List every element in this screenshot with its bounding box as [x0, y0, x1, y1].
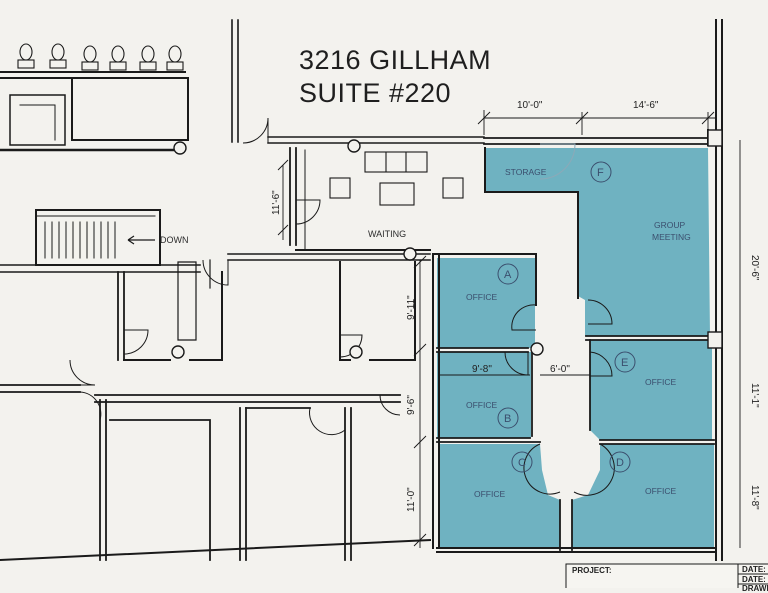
office-e-label: OFFICE: [645, 377, 676, 387]
room-tag-c-letter: C: [518, 457, 526, 469]
dim-left-office-a: 9'-11": [406, 295, 417, 320]
office-c-area: [440, 444, 560, 548]
room-tag-d: [609, 451, 631, 473]
title-block-date-1: DATE:: [742, 565, 766, 574]
room-tag-b: [497, 407, 519, 429]
title-block-project: PROJECT:: [572, 566, 612, 575]
dim-office-b-width: 9'-8": [472, 364, 492, 375]
dim-right-upper: 20'-6": [749, 255, 760, 281]
door-swings: [69, 117, 615, 496]
down-arrow-icon: [127, 235, 155, 245]
group-meeting-label-1: GROUP: [654, 220, 686, 230]
office-d-area: [572, 444, 714, 548]
dimension-texts: 10'-0" 14'-6" 11'-6" 20'-6" 9'-11" 9'-8"…: [271, 100, 760, 512]
dim-corridor-width: 6'-0": [550, 364, 570, 375]
title-line-1: 3216 GILLHAM: [299, 45, 492, 75]
dim-left-office-c: 11'-0": [406, 487, 417, 512]
room-labels: WAITING DOWN STORAGE GROUP MEETING OFFIC…: [127, 167, 691, 499]
title-line-2: SUITE #220: [299, 78, 452, 108]
toilet-fixtures: [17, 43, 184, 71]
down-label: DOWN: [160, 235, 189, 245]
dim-top-left: 10'-0": [517, 100, 543, 111]
office-e-area: [590, 340, 712, 440]
waiting-furniture: [329, 151, 464, 206]
title-block-date-2: DATE:: [742, 575, 766, 584]
dim-right-office-d: 11'-8": [749, 485, 760, 510]
dimension-lines: [277, 110, 741, 548]
suite-220-area: [437, 148, 714, 548]
waiting-label: WAITING: [368, 229, 406, 239]
room-tag-f-letter: F: [597, 167, 604, 179]
office-c-label: OFFICE: [474, 489, 505, 499]
room-tag-letters: A B C D E F: [504, 167, 628, 469]
storage-label: STORAGE: [505, 167, 547, 177]
storage-group-meeting-area: [485, 148, 710, 336]
room-tag-c: [511, 451, 533, 473]
office-b-label: OFFICE: [466, 400, 497, 410]
office-a-label: OFFICE: [466, 292, 497, 302]
office-a-area: [437, 258, 535, 348]
title-block-frame: [565, 563, 768, 588]
room-tags: [497, 161, 636, 473]
room-tag-e-letter: E: [621, 357, 628, 369]
dim-right-office-e: 11'-1": [749, 383, 760, 408]
room-tag-b-letter: B: [504, 413, 511, 425]
room-tag-a: [497, 263, 519, 285]
columns: [171, 129, 723, 359]
group-meeting-label-2: MEETING: [652, 232, 691, 242]
room-tag-d-letter: D: [616, 457, 624, 469]
dim-top-right: 14'-6": [633, 100, 659, 111]
office-d-label: OFFICE: [645, 486, 676, 496]
room-tag-e: [614, 351, 636, 373]
room-tag-a-letter: A: [504, 269, 512, 281]
room-tag-f: [590, 161, 612, 183]
title-block-drawn: DRAWN: [742, 584, 768, 593]
dim-waiting-height: 11'-6": [271, 190, 282, 215]
office-b-area: [437, 352, 531, 438]
dim-left-office-b: 9'-6": [406, 395, 417, 415]
